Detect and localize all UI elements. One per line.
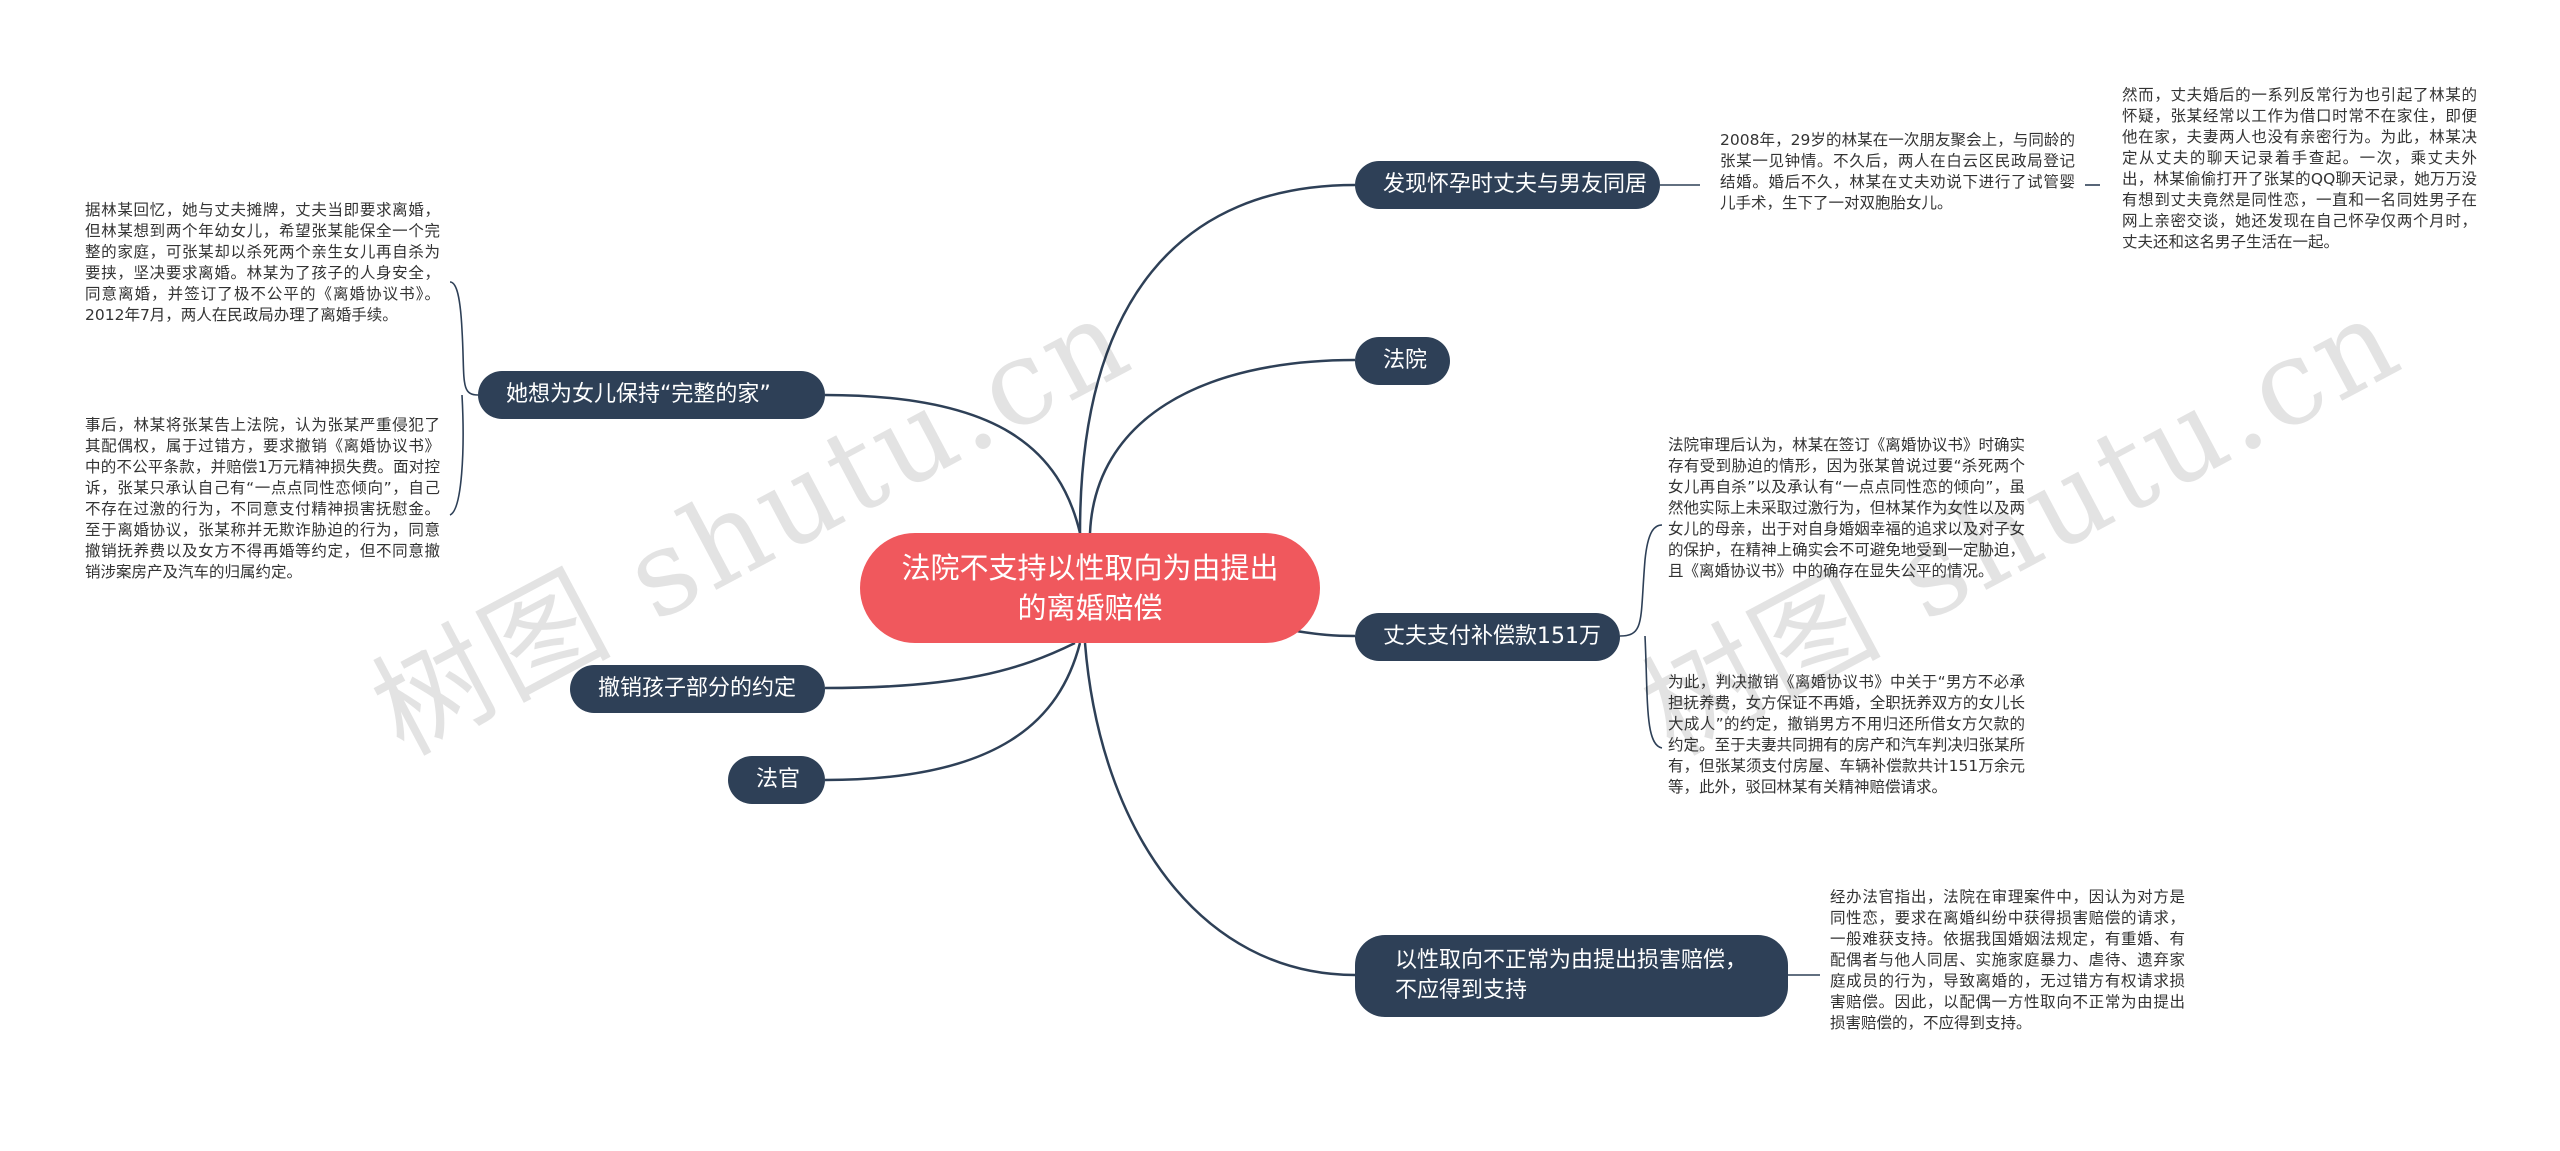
- leaf-divorce-recollection: 据林某回忆，她与丈夫摊牌，丈夫当即要求离婚，但林某想到两个年幼女儿，希望张某能保…: [85, 201, 440, 324]
- bracket-r3: [1619, 524, 1663, 749]
- leaf-court-finding: 法院审理后认为，林某在签订《离婚协议书》时确实存有受到胁迫的情形，因为张某曾说过…: [1668, 436, 2025, 580]
- link-root-left-2: [824, 641, 1076, 690]
- link-root-right-3: [1289, 628, 1356, 638]
- root-topic[interactable]: 法院不支持以性取向为由提出的离婚赔偿: [860, 533, 1320, 643]
- link-root-right-4: [1083, 642, 1356, 977]
- branch-revoke-child-agreement[interactable]: 撤销孩子部分的约定: [570, 665, 825, 713]
- branch-judge[interactable]: 法官: [728, 756, 825, 804]
- branch-court[interactable]: 法院: [1355, 337, 1450, 385]
- link-root-right-2: [1088, 358, 1356, 534]
- leaf-lawsuit: 事后，林某将张某告上法院，认为张某严重侵犯了其配偶权，属于过错方，要求撤销《离婚…: [85, 416, 440, 581]
- bracket-l1: [449, 281, 479, 516]
- link-root-right-1: [1078, 183, 1356, 534]
- leaf-judgment-revoke: 为此，判决撤销《离婚协议书》中关于“男方不必承担抚养费，女方保证不再婚，全职抚养…: [1668, 673, 2025, 796]
- leaf-2008-marriage: 2008年，29岁的林某在一次朋友聚会上，与同龄的张某一见钟情。不久后，两人在白…: [1720, 131, 2075, 212]
- link-root-left-1: [824, 393, 1082, 534]
- branch-compensation-151w[interactable]: 丈夫支付补偿款151万: [1355, 613, 1620, 661]
- leaf-husband-suspicion: 然而，丈夫婚后的一系列反常行为也引起了林某的怀疑，张某经常以工作为借口时常不在家…: [2122, 86, 2477, 251]
- branch-pregnancy-cohabitation[interactable]: 发现怀孕时丈夫与男友同居: [1355, 161, 1660, 209]
- link-root-left-3: [824, 642, 1082, 782]
- leaf-judge-explanation: 经办法官指出，法院在审理案件中，因认为对方是同性恋，要求在离婚纠纷中获得损害赔偿…: [1830, 888, 2185, 1032]
- branch-sexual-orientation-claim[interactable]: 以性取向不正常为由提出损害赔偿，不应得到支持: [1355, 935, 1788, 1017]
- branch-complete-family[interactable]: 她想为女儿保持“完整的家”: [478, 371, 825, 419]
